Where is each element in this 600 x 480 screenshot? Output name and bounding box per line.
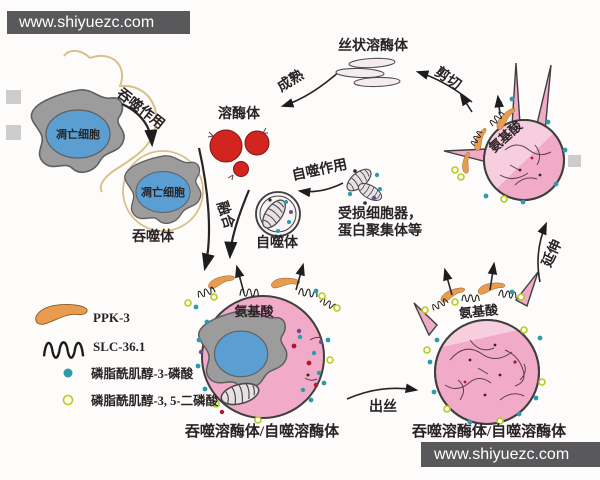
spike-top-right <box>514 271 539 308</box>
membrane-lipid-dots-right <box>423 326 546 425</box>
membrane-transporters-main <box>184 274 341 312</box>
autophagosome-label: 自噬体 <box>256 234 299 251</box>
amino-acid-label-main: 氨基酸 <box>233 304 274 319</box>
phagosome-label: 吞噬体 <box>132 228 175 245</box>
pi3p-dot-icon <box>63 368 73 378</box>
legend-item-pi35p2: 磷脂酰肌醇-3, 5-二磷酸 <box>62 393 219 408</box>
phagolysosome-right-label: 吞噬溶酶体/自噬溶酶体 <box>411 422 567 440</box>
legend-pi3p-label: 磷脂酰肌醇-3-磷酸 <box>91 366 194 381</box>
watermark-banner-top: www.shiyuezc.com <box>7 11 190 34</box>
apoptotic-cell-free-label: 凋亡细胞 <box>56 127 100 141</box>
legend-pi35p2-label: 磷脂酰肌醇-3, 5-二磷酸 <box>91 393 219 408</box>
legend: PPK-3 SLC-36.1 磷脂酰肌醇-3-磷酸 磷脂酰肌醇-3, 5-二磷酸 <box>35 303 219 408</box>
interior-filaments-right <box>444 339 526 401</box>
amino-export-arrow-main-2 <box>295 262 305 291</box>
membrane-lipid-dots-top <box>483 119 568 205</box>
amino-export-arrow-right-2 <box>487 261 498 291</box>
amino-acid-label-right: 氨基酸 <box>457 302 499 321</box>
amino-export-arrow-top-2 <box>494 94 504 115</box>
membrane-lipid-dots-main <box>195 319 334 424</box>
extension-label: 延伸 <box>538 237 566 270</box>
autophagy-arrow <box>297 182 344 198</box>
phagolysosome-main: 氨基酸 吞噬溶酶体/自噬溶酶体 <box>184 262 341 440</box>
lysosomes: 溶酶体 <box>207 105 270 181</box>
artifact-squares <box>6 90 581 167</box>
amino-export-arrow-top-1 <box>459 92 473 113</box>
fusion-arrow-right <box>224 189 251 260</box>
watermark-text-bottom: www.shiyuezc.com <box>434 445 570 463</box>
slc361-marker-icon <box>42 341 85 359</box>
spike-left <box>413 302 438 337</box>
shear-label: 剪切 <box>432 63 465 93</box>
maturation-label: 成熟 <box>274 66 307 95</box>
legend-item-pi3p: 磷脂酰肌醇-3-磷酸 <box>63 366 194 381</box>
watermark-text-top: www.shiyuezc.com <box>19 13 155 31</box>
watermark-banner-bottom: www.shiyuezc.com <box>421 442 600 467</box>
amino-export-arrow-main-1 <box>235 264 245 294</box>
autophagosome: 自噬体 <box>255 191 301 251</box>
legend-ppk3-label: PPK-3 <box>93 310 130 325</box>
damaged-organelles-label-line1: 受损细胞器， <box>338 205 422 222</box>
phagocytosis-arrow <box>121 103 158 148</box>
damaged-organelles: 受损细胞器， 蛋白聚集体等 <box>338 164 422 239</box>
tubular-lysosome-cell: 氨基酸 <box>443 62 568 205</box>
extension-arrow <box>537 221 547 283</box>
legend-item-ppk3: PPK-3 <box>35 303 130 325</box>
apoptotic-cell-engulfed-label: 凋亡细胞 <box>141 185 185 199</box>
debris-particles <box>291 328 323 393</box>
pseudopod-curve <box>63 50 158 193</box>
pi35p2-ring-icon <box>62 394 74 406</box>
apoptotic-cell-free: 凋亡细胞 <box>30 88 125 174</box>
legend-item-slc361: SLC-36.1 <box>42 339 145 359</box>
lysosome-label: 溶酶体 <box>218 105 261 122</box>
outgrowth-arrow <box>346 383 419 400</box>
phagosome: 凋亡细胞 吞噬体 <box>122 150 204 245</box>
filamentous-lysosome: 丝状溶酶体 <box>335 37 409 88</box>
spike-vertical <box>511 62 521 127</box>
damaged-organelles-label-line2: 蛋白聚集体等 <box>338 222 422 239</box>
outgrowth-label: 出丝 <box>369 398 397 415</box>
filamentous-lysosome-label: 丝状溶酶体 <box>338 37 409 54</box>
membrane-transporters-right <box>421 281 525 314</box>
legend-slc361-label: SLC-36.1 <box>93 339 145 354</box>
maturation-arrow <box>280 69 342 108</box>
interior-filaments-top <box>499 144 552 186</box>
autophagy-label: 自噬作用 <box>290 156 348 184</box>
amino-export-arrow-right-1 <box>443 267 453 296</box>
ppk3-marker-icon <box>35 303 88 325</box>
phagolysosome-right: 氨基酸 吞噬溶酶体/自噬溶酶体 <box>411 261 567 440</box>
phagolysosome-main-label: 吞噬溶酶体/自噬溶酶体 <box>184 422 340 440</box>
fusion-arrow-left <box>197 147 215 272</box>
